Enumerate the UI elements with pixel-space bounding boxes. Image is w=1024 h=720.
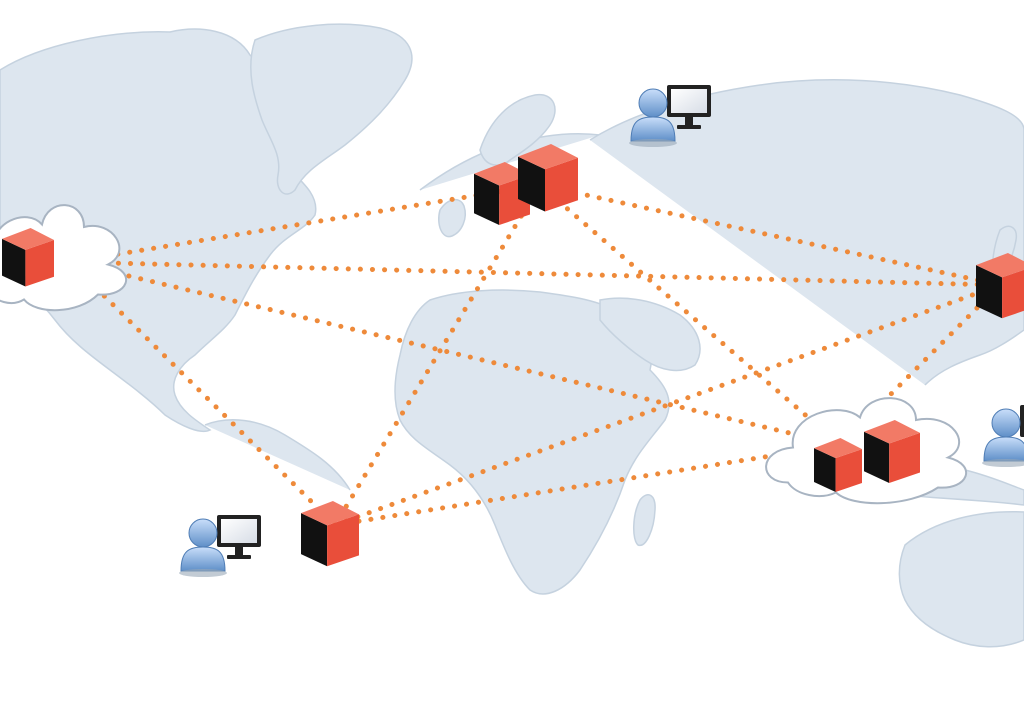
australia-landmass <box>898 511 1024 648</box>
south-america-landmass <box>204 419 351 491</box>
north-america-landmass <box>0 28 323 432</box>
middle-east-landmass <box>599 297 701 372</box>
network-nodes <box>0 85 1024 577</box>
server-cube-icon <box>814 438 862 493</box>
link-north-america-cloud-to-europe-servers <box>67 182 543 265</box>
link-north-america-cloud-to-east-asia-server <box>67 259 1003 288</box>
link-south-america-server-to-south-asia-cloud <box>332 442 843 528</box>
server-cube-icon <box>864 420 920 484</box>
server-cube-icon <box>2 228 54 287</box>
link-north-america-cloud-to-south-america-server <box>67 259 338 528</box>
user-icon <box>180 518 226 572</box>
monitor-icon <box>1020 405 1024 437</box>
madagascar-landmass <box>633 494 656 546</box>
node-north-america-cloud <box>0 204 128 312</box>
greenland-landmass <box>250 23 413 195</box>
node-russia-user <box>629 85 711 147</box>
node-southeast-asia-user <box>982 405 1024 467</box>
server-cube-icon <box>301 501 359 567</box>
server-cube-icon <box>976 253 1024 319</box>
continents <box>0 23 1024 648</box>
node-europe-servers <box>474 144 578 226</box>
link-south-america-server-to-east-asia-server <box>332 282 1003 528</box>
node-south-asia-cloud <box>765 397 968 505</box>
link-north-america-cloud-to-south-asia-cloud <box>67 259 843 448</box>
node-south-america-user <box>179 515 261 577</box>
node-south-america-server <box>301 501 359 567</box>
node-east-asia-server <box>976 253 1024 319</box>
user-icon <box>983 408 1024 462</box>
server-cube-icon <box>518 144 578 212</box>
british-isles-landmass <box>438 198 466 238</box>
user-icon <box>630 88 676 142</box>
